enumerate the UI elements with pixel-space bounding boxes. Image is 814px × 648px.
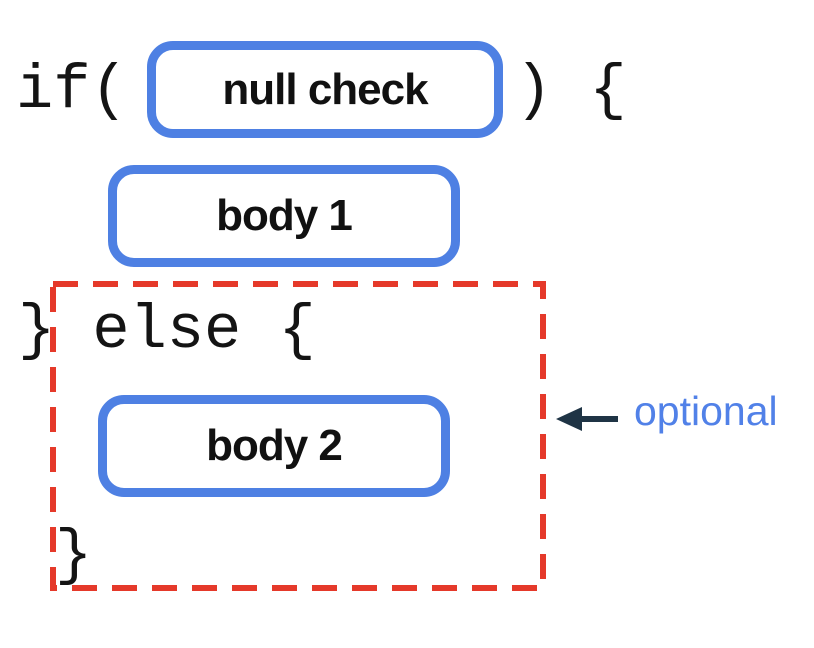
body2-box: body 2 — [98, 395, 450, 497]
body1-box: body 1 — [108, 165, 460, 267]
code-closing-brace: } — [55, 520, 93, 591]
code-if-close: ) { — [515, 55, 627, 126]
body1-box-label: body 1 — [216, 191, 353, 240]
condition-box-label: null check — [222, 64, 428, 114]
left-arrow-icon — [556, 407, 618, 431]
optional-region-outline — [50, 281, 546, 591]
condition-box: null check — [147, 41, 503, 138]
optional-label: optional — [634, 388, 778, 434]
code-else-line: } else { — [18, 295, 316, 366]
code-if-open: if( — [16, 55, 128, 126]
body2-box-label: body 2 — [206, 421, 343, 470]
